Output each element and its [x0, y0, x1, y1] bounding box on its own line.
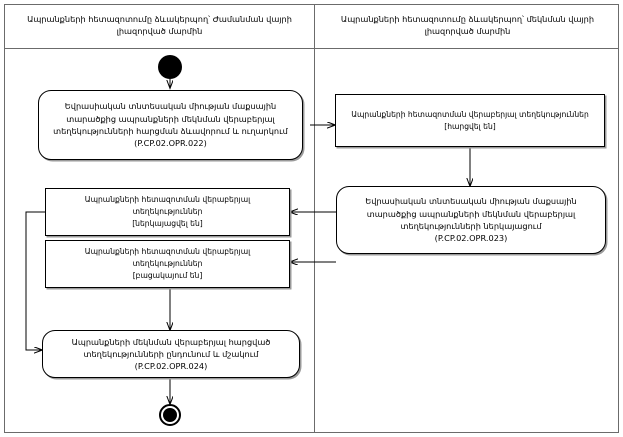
activity-node-request-formation[interactable]: Եվրասիական տնտեսական միության մաքսային տ…: [38, 90, 303, 160]
object-node-info-absent[interactable]: Ապրանքների հետազոտման վերաբերյալ տեղեկու…: [45, 240, 290, 288]
activity-node-info-processing[interactable]: Ապրանքների մեկնման վերաբերյալ հարցված տե…: [42, 330, 300, 378]
swimlane-header-left: Ապրանքների հետազոտումը ձևակերպող՝ Ժամանմ…: [5, 6, 314, 46]
object-node-info-absent-label: Ապրանքների հետազոտման վերաբերյալ տեղեկու…: [84, 247, 251, 280]
object-node-info-requested[interactable]: Ապրանքների հետազոտման վերաբերյալ տեղեկու…: [335, 94, 605, 147]
swimlane-header-left-label: Ապրանքների հետազոտումը ձևակերպող՝ Ժամանմ…: [27, 14, 292, 36]
object-node-info-submitted-label: Ապրանքների հետազոտման վերաբերյալ տեղեկու…: [84, 195, 251, 228]
object-node-info-submitted[interactable]: Ապրանքների հետազոտման վերաբերյալ տեղեկու…: [45, 188, 290, 236]
initial-node: [158, 55, 182, 79]
swimlane-header-right-label: Ապրանքների հետազոտումը ձևակերպող՝ մեկնմա…: [340, 14, 595, 36]
activity-node-request-formation-label: Եվրասիական տնտեսական միության մաքսային տ…: [53, 101, 288, 149]
activity-node-info-processing-label: Ապրանքների մեկնման վերաբերյալ հարցված տե…: [71, 336, 271, 372]
swimlane-header-right: Ապրանքների հետազոտումը ձևակերպող՝ մեկնմա…: [316, 6, 619, 46]
activity-node-info-submission-label: Եվրասիական տնտեսական միության մաքսային տ…: [365, 196, 577, 244]
swimlane-header-divider: [4, 48, 619, 49]
activity-node-info-submission[interactable]: Եվրասիական տնտեսական միության մաքսային տ…: [336, 186, 606, 254]
swimlane-divider: [314, 4, 315, 433]
final-node: [159, 404, 181, 426]
object-node-info-requested-label: Ապրանքների հետազոտման վերաբերյալ տեղեկու…: [351, 109, 589, 131]
